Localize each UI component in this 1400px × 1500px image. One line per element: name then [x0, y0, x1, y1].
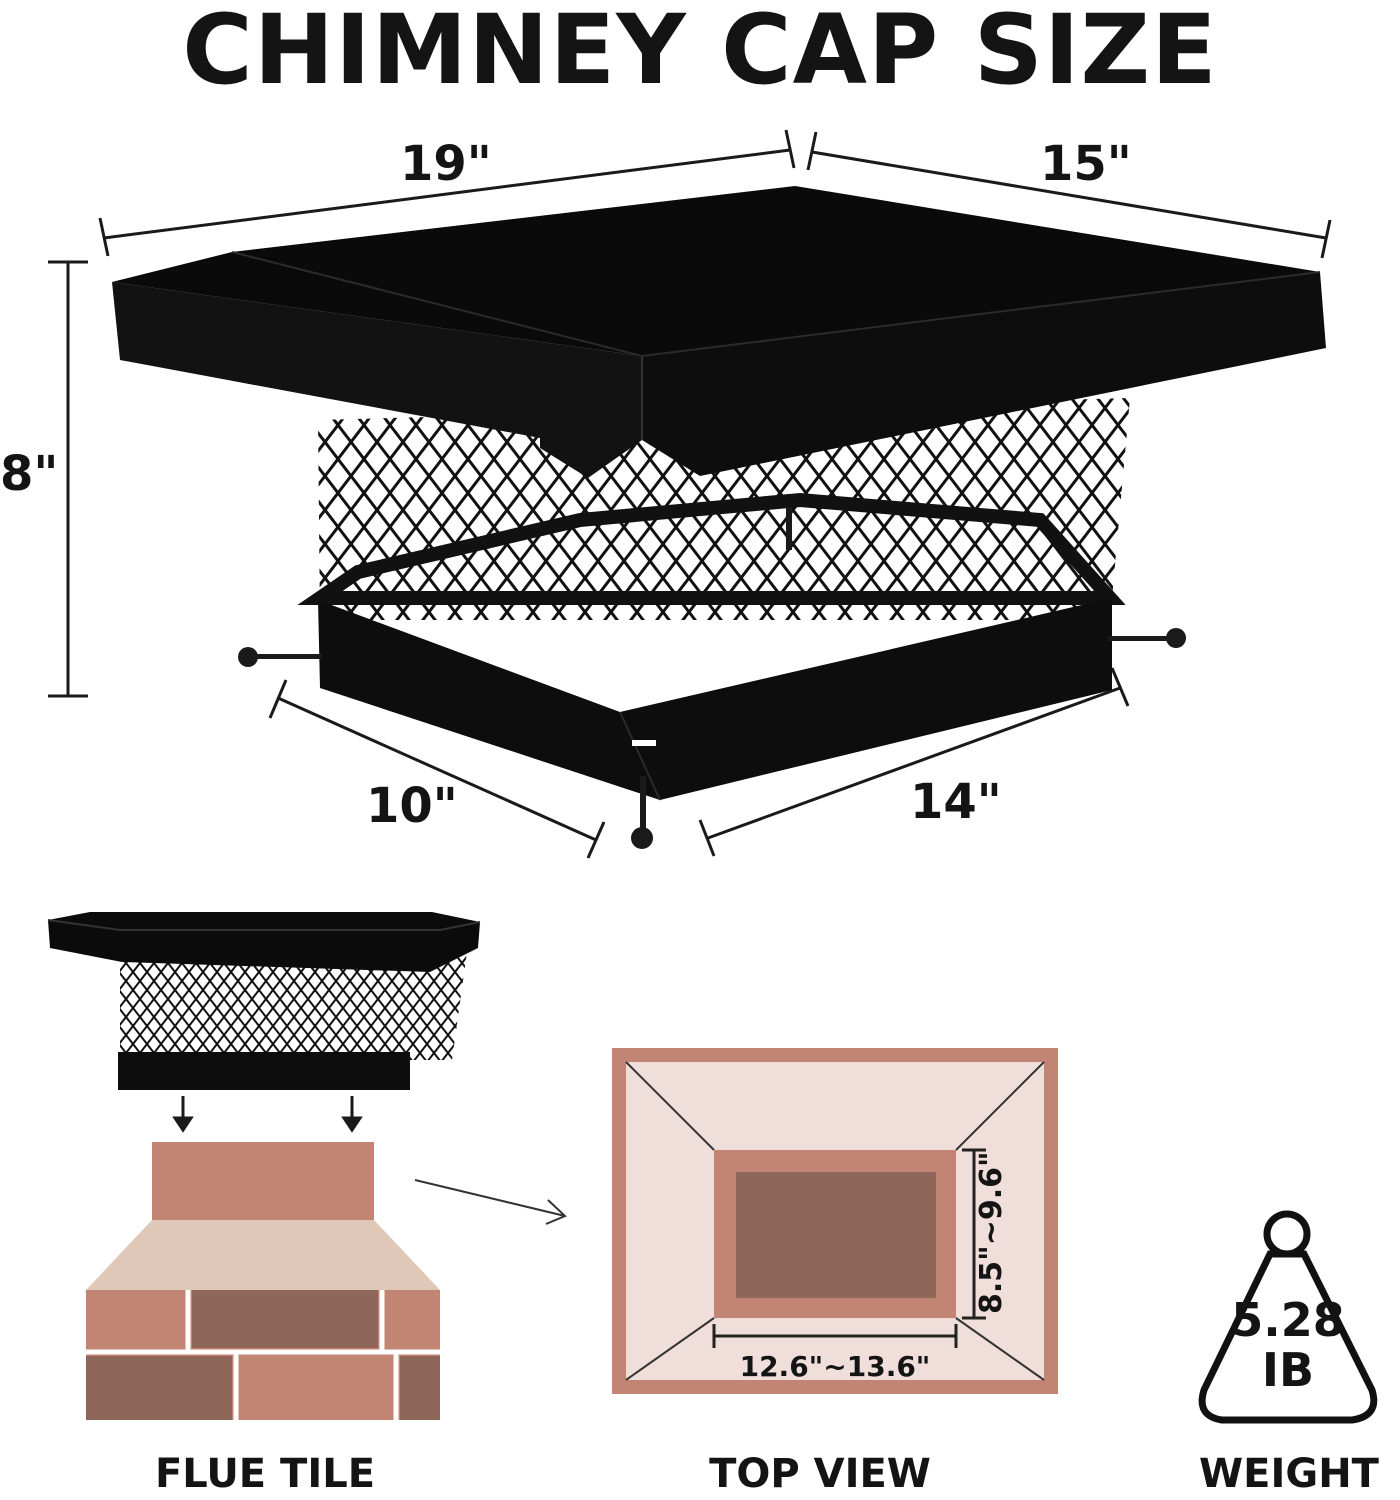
weight-icon: [1198, 1210, 1378, 1424]
brick-chimney: [86, 1142, 440, 1420]
caption-flue-tile: FLUE TILE: [154, 1451, 376, 1497]
dimension-base-width: 10": [366, 778, 458, 834]
pointer-arrow: [414, 1179, 567, 1225]
page-title: CHIMNEY CAP SIZE: [182, 0, 1218, 106]
top-view-inner-width: 12.6"~13.6": [739, 1350, 931, 1383]
chimney-cap-small: [47, 912, 481, 1090]
top-view-inner-height: 8.5"~9.6": [974, 1151, 1009, 1314]
caption-weight: WEIGHT: [1199, 1451, 1379, 1497]
dimension-top-width: 15": [1040, 136, 1132, 192]
weight-unit: IB: [1261, 1343, 1315, 1397]
top-view-diagram: [612, 1048, 1058, 1394]
dimension-base-length: 14": [910, 774, 1002, 830]
weight-value: 5.28: [1231, 1293, 1345, 1347]
dimension-top-length: 19": [400, 136, 492, 192]
caption-top-view: TOP VIEW: [709, 1451, 931, 1497]
dimension-lines: [48, 129, 1332, 859]
down-arrows: [172, 1096, 363, 1133]
dimension-height: 8": [0, 446, 59, 502]
chimney-cap-large: [112, 186, 1326, 849]
